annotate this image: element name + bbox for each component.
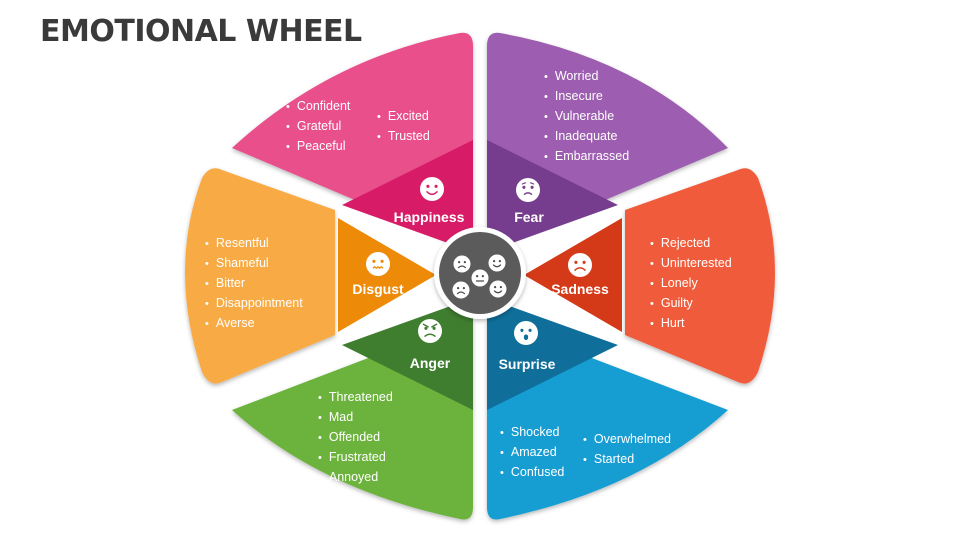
surprise-label: Surprise [498,356,556,372]
surprise-list-right: Overwhelmed Started [583,430,671,470]
sadness-label: Sadness [551,281,609,297]
hub-smile-face-icon [489,280,507,298]
list-item: Hurt [650,314,732,334]
list-item: Shameful [205,254,303,274]
list-item: Grateful [286,117,350,137]
list-item: Guilty [650,294,732,314]
sadness-inner-wedge [524,218,622,332]
sad-face-icon [568,253,592,277]
worried-face-icon [516,178,540,202]
anger-list: Threatened Mad Offended Frustrated Annoy… [318,388,393,488]
surprised-face-icon [514,321,538,345]
disgust-inner-wedge [338,218,436,332]
list-item: Trusted [377,127,430,147]
smiley-face-icon [420,177,444,201]
happiness-inner-wedge [342,140,473,252]
fear-list: Worried Insecure Vulnerable Inadequate E… [544,67,629,167]
list-item: Insecure [544,87,629,107]
list-item: Annoyed [318,468,393,488]
hub-sad-face-icon [453,255,471,273]
list-item: Disappointment [205,294,303,314]
happiness-label: Happiness [393,209,465,225]
hub-happy-face-icon [488,254,506,272]
list-item: Started [583,450,671,470]
list-item: Embarrassed [544,147,629,167]
happiness-list-left: Confident Grateful Peaceful [286,97,351,157]
list-item: Confused [500,463,565,483]
anger-label: Anger [409,355,451,371]
list-item: Vulnerable [544,107,629,127]
list-item: Excited [377,107,430,127]
list-item: Threatened [318,388,393,408]
list-item: Peaceful [286,137,350,157]
disgust-label: Disgust [352,281,404,297]
list-item: Amazed [500,443,564,463]
angry-face-icon [418,319,442,343]
fear-inner-wedge [487,140,618,252]
surprise-list-left: Shocked Amazed Confused [500,423,565,483]
list-item: Rejected [650,234,732,254]
disgust-list: Resentful Shameful Bitter Disappointment… [205,234,303,334]
list-item: Confident [286,97,351,117]
fear-label: Fear [514,209,544,225]
disgusted-face-icon [366,252,390,276]
list-item: Mad [318,408,393,428]
hub-neutral-face-icon [471,269,489,287]
list-item: Offended [318,428,393,448]
list-item: Resentful [205,234,303,254]
list-item: Uninterested [650,254,732,274]
hub-upset-face-icon [452,281,470,299]
page-title: EMOTIONAL WHEEL [40,14,362,49]
emoji-faces-icon [452,254,507,299]
list-item: Shocked [500,423,564,443]
list-item: Inadequate [544,127,629,147]
list-item: Frustrated [318,448,393,468]
list-item: Overwhelmed [583,430,671,450]
list-item: Lonely [650,274,732,294]
list-item: Worried [544,67,629,87]
sadness-list: Rejected Uninterested Lonely Guilty Hurt [650,234,732,334]
list-item: Averse [205,314,303,334]
happiness-list-right: Excited Trusted [377,107,430,147]
list-item: Bitter [205,274,303,294]
